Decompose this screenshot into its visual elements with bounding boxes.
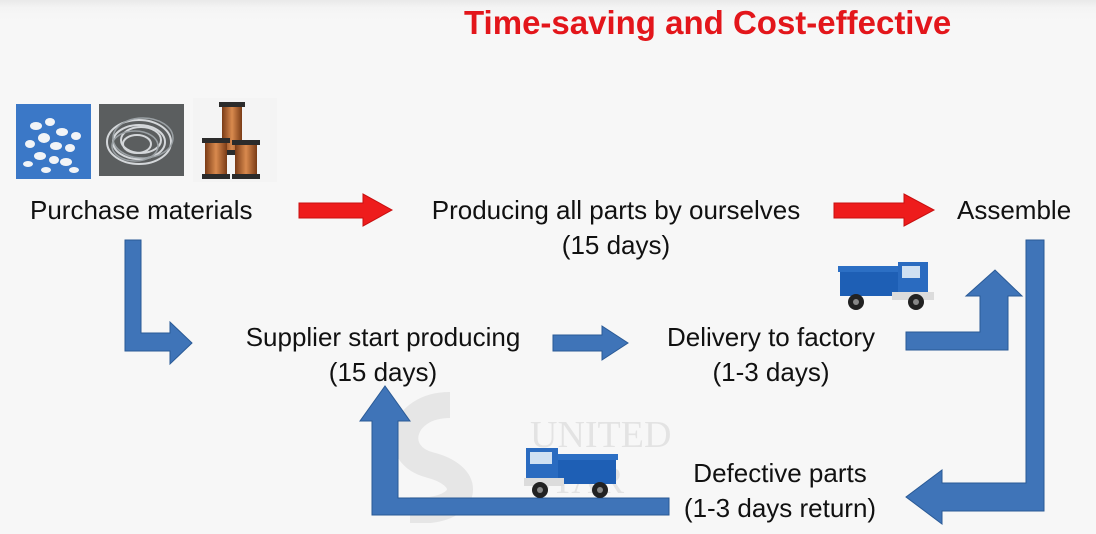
slide-title: Time-saving and Cost-effective <box>464 4 952 41</box>
node-defective-line1: Defective parts <box>693 458 867 488</box>
blue-truck-icon <box>524 448 618 498</box>
red-arrow-purchase-to-producing <box>298 193 394 227</box>
node-producing-line1: Producing all parts by ourselves <box>431 195 801 225</box>
copper-wire-spools-photo <box>193 98 277 182</box>
blue-truck-icon <box>838 262 934 310</box>
node-defective: Defective parts (1-3 days return) <box>671 456 889 526</box>
node-delivery: Delivery to factory (1-3 days) <box>654 320 888 390</box>
node-purchase-materials: Purchase materials <box>30 195 253 225</box>
blue-arrow-supplier-to-delivery <box>552 325 629 361</box>
node-delivery-line2: (1-3 days) <box>712 357 830 387</box>
blue-arrow-assemble-to-defective <box>905 239 1045 525</box>
plastic-pellets-photo <box>16 104 91 179</box>
node-producing: Producing all parts by ourselves (15 day… <box>410 193 822 263</box>
node-producing-line2: (15 days) <box>561 230 671 260</box>
node-supplier: Supplier start producing (15 days) <box>228 320 538 390</box>
node-supplier-line1: Supplier start producing <box>245 322 521 352</box>
node-delivery-line1: Delivery to factory <box>666 322 876 352</box>
red-arrow-producing-to-assemble <box>833 193 936 227</box>
blue-arrow-delivery-to-assemble <box>905 269 1024 351</box>
steel-wire-coil-photo <box>99 104 184 176</box>
node-defective-line2: (1-3 days return) <box>683 493 877 523</box>
blue-arrow-defective-to-supplier <box>359 385 670 516</box>
node-assemble: Assemble <box>957 195 1072 225</box>
blue-arrow-purchase-to-supplier <box>124 239 193 366</box>
node-supplier-line2: (15 days) <box>328 357 438 387</box>
